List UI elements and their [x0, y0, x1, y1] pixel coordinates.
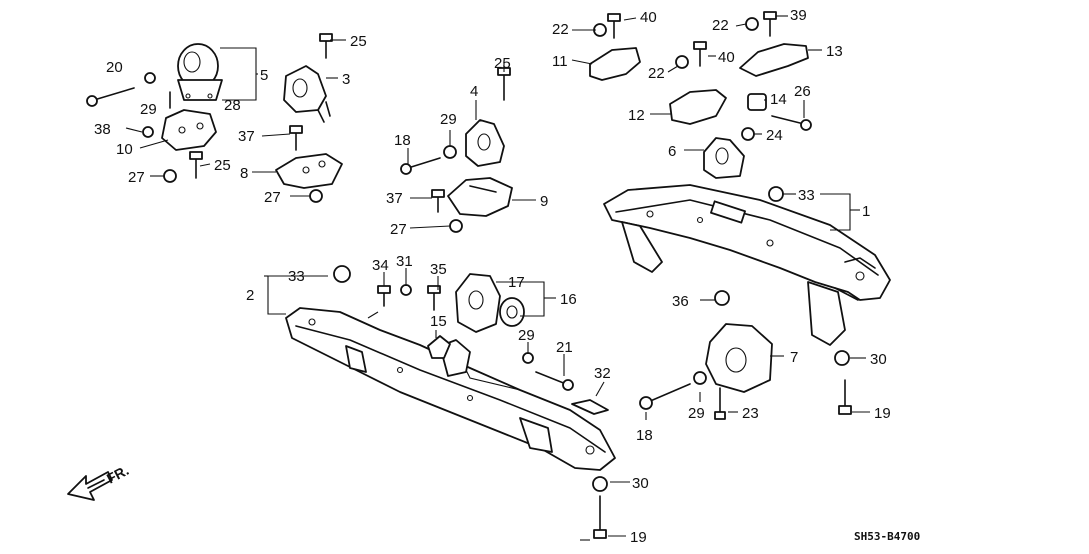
- bolt-21: [535, 371, 574, 391]
- callout-4: 4: [470, 83, 478, 100]
- mount-17: [455, 273, 501, 333]
- callout-32: 32: [594, 365, 611, 382]
- callout-18-upper: 18: [394, 132, 411, 149]
- callout-11: 11: [552, 53, 568, 70]
- bolt-26: [771, 115, 812, 131]
- callout-22-c: 22: [648, 65, 665, 82]
- callout-20: 20: [106, 59, 123, 76]
- callout-10: 10: [116, 141, 133, 158]
- callout-29-b: 29: [440, 111, 457, 128]
- front-crossmember: [285, 307, 616, 471]
- callout-17: 17: [508, 274, 525, 291]
- callout-27-a: 27: [128, 169, 145, 186]
- callout-40-a: 40: [640, 9, 657, 26]
- bracket-8: [275, 153, 343, 189]
- callout-3: 3: [342, 71, 350, 88]
- callout-29-d: 29: [688, 405, 705, 422]
- callout-15: 15: [430, 313, 447, 330]
- callout-30-b: 30: [632, 475, 649, 492]
- callout-37-a: 37: [238, 128, 255, 145]
- mount-3: [283, 65, 331, 123]
- callout-36: 36: [672, 293, 689, 310]
- callout-27-b: 27: [264, 189, 281, 206]
- rear-crossmember: [603, 184, 891, 346]
- callout-12: 12: [628, 107, 645, 124]
- callout-19-left: 19: [630, 529, 647, 546]
- callout-18-lower: 18: [636, 427, 653, 444]
- callout-25-a: 25: [350, 33, 367, 50]
- bracket-15: [427, 335, 451, 359]
- callout-38: 38: [94, 121, 111, 138]
- callout-25-b: 25: [494, 55, 511, 72]
- callout-22-a: 22: [552, 21, 569, 38]
- callout-16: 16: [560, 291, 577, 308]
- callout-8: 8: [240, 165, 248, 182]
- bracket-13: [739, 43, 809, 77]
- callout-29-a: 29: [140, 101, 157, 118]
- callout-28: 28: [224, 97, 241, 114]
- bolt-23: [714, 387, 726, 420]
- callout-22-b: 22: [712, 17, 729, 34]
- bracket-11: [589, 47, 641, 81]
- bolt-19-left: [593, 495, 607, 539]
- callout-26: 26: [794, 83, 811, 100]
- callout-34: 34: [372, 257, 389, 274]
- callout-19-right: 19: [874, 405, 891, 422]
- callout-14: 14: [770, 91, 787, 108]
- mount-5: [177, 43, 223, 101]
- bolt-18-upper: [400, 157, 441, 175]
- leader-lines: [125, 15, 870, 541]
- bolt-19-right: [838, 379, 852, 415]
- callout-30-a: 30: [870, 351, 887, 368]
- callout-2: 2: [246, 287, 254, 304]
- bracket-10: [161, 109, 217, 151]
- callout-33-a: 33: [288, 268, 305, 285]
- callout-25-c: 25: [214, 157, 231, 174]
- bushing-16: [499, 297, 525, 327]
- bracket-12: [669, 89, 727, 125]
- callout-21: 21: [556, 339, 573, 356]
- mount-4: [465, 119, 505, 167]
- bracket-9: [447, 177, 513, 217]
- drawing-code: SH53-B4700: [854, 530, 920, 543]
- callout-35: 35: [430, 261, 447, 278]
- callout-37-b: 37: [386, 190, 403, 207]
- callout-1: 1: [862, 203, 870, 220]
- callout-27-c: 27: [390, 221, 407, 238]
- bolt-20: [86, 87, 135, 107]
- callout-6: 6: [668, 143, 676, 160]
- callout-31: 31: [396, 253, 413, 270]
- mount-6: [703, 137, 745, 179]
- mount-7: [705, 323, 773, 393]
- callout-23: 23: [742, 405, 759, 422]
- callout-29-c: 29: [518, 327, 535, 344]
- bushing-14: [747, 93, 767, 111]
- callout-labels: 1 2 3 4 5 6 7 8 9 10 11 12 13 14 15 16 1…: [94, 7, 891, 546]
- bolt-18-lower: [639, 383, 691, 410]
- front-direction-arrow: FR.: [67, 462, 131, 501]
- callout-5: 5: [260, 67, 268, 84]
- callout-9: 9: [540, 193, 548, 210]
- callout-39: 39: [790, 7, 807, 24]
- callout-13: 13: [826, 43, 843, 60]
- callout-7: 7: [790, 349, 798, 366]
- callout-33-b: 33: [798, 187, 815, 204]
- callout-40-b: 40: [718, 49, 735, 66]
- callout-24: 24: [766, 127, 783, 144]
